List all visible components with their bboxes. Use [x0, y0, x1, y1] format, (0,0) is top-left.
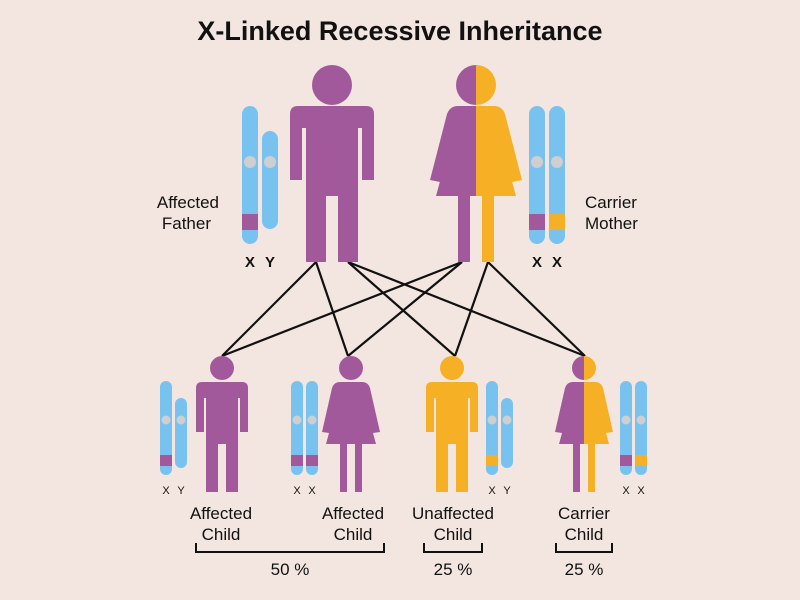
- child3-label-line1: Unaffected: [412, 504, 494, 523]
- link-mother-child1: [221, 260, 463, 358]
- percent-carrier: 25 %: [565, 560, 604, 579]
- mother-label-line1: Carrier: [585, 193, 637, 212]
- child3-label-line2: Child: [434, 525, 473, 544]
- child2-chromosome-label-1: X: [293, 485, 301, 497]
- mother-chromosome-label-2: X: [552, 254, 562, 271]
- child1-chromosome-label-2: Y: [177, 485, 185, 497]
- child1-label-line2: Child: [202, 525, 241, 544]
- bracket-carrier: [555, 543, 613, 553]
- link-father-child2: [314, 261, 350, 357]
- child1-figure: [196, 356, 248, 492]
- child4-chromosomes: [620, 381, 647, 475]
- child4-figure: [555, 356, 613, 492]
- child2-label-line1: Affected: [322, 504, 384, 523]
- child2-chromosomes: [291, 381, 318, 475]
- link-mother-child4: [487, 261, 586, 357]
- page-title: X-Linked Recessive Inheritance: [197, 16, 602, 46]
- child2-label-line2: Child: [334, 525, 373, 544]
- percent-affected: 50 %: [271, 560, 310, 579]
- child3-figure: [426, 356, 478, 492]
- bracket-unaffected: [423, 543, 483, 553]
- child1-chromosomes: [160, 381, 187, 475]
- link-mother-child3: [453, 261, 490, 357]
- link-father-child4: [347, 260, 586, 358]
- child4-chromosome-label-2: X: [637, 485, 645, 497]
- mother-chromosome-label-1: X: [532, 254, 542, 271]
- percent-unaffected: 25 %: [434, 560, 473, 579]
- father-label-line1: Affected: [157, 193, 219, 212]
- child4-chromosome-label-1: X: [622, 485, 630, 497]
- link-mother-child2: [347, 261, 463, 357]
- link-father-child3: [347, 261, 456, 357]
- child1-label-line1: Affected: [190, 504, 252, 523]
- inheritance-lines: [221, 260, 586, 358]
- child3-chromosome-label-1: X: [488, 485, 496, 497]
- child2-chromosome-label-2: X: [308, 485, 316, 497]
- mother-chromosomes: [529, 106, 565, 244]
- mother-label-line2: Mother: [585, 214, 638, 233]
- child3-chromosome-label-2: Y: [503, 485, 511, 497]
- child2-figure: [322, 356, 380, 492]
- father-label-line2: Father: [162, 214, 211, 233]
- father-chromosomes: [242, 106, 278, 244]
- child1-chromosome-label-1: X: [162, 485, 170, 497]
- mother-figure: [430, 65, 522, 262]
- bracket-affected: [195, 543, 385, 553]
- child4-label-line2: Child: [565, 525, 604, 544]
- child3-chromosomes: [486, 381, 513, 475]
- child4-label-line1: Carrier: [558, 504, 610, 523]
- link-father-child1: [221, 261, 317, 357]
- father-chromosome-label-2: Y: [265, 254, 275, 271]
- father-chromosome-label-1: X: [245, 254, 255, 271]
- father-figure: [290, 65, 374, 262]
